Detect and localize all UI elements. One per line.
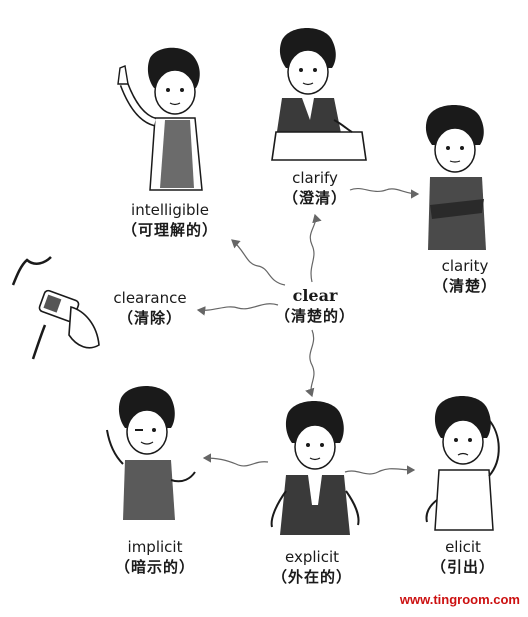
clarify-meaning: （澄清） [282,189,347,207]
clarify-figure [271,28,367,161]
arrow-to-clearance [196,303,279,316]
elicit-meaning: （引出） [430,558,495,576]
elicit-word: elicit [445,538,481,556]
intelligible-word: intelligible [131,201,209,219]
explicit-figure [270,401,360,535]
implicit-word: implicit [127,538,183,556]
node-clarify: clarify （澄清） [270,168,360,208]
arrow-to-implicit [202,453,269,467]
intelligible-figure [117,47,203,191]
node-explicit: explicit （外在的） [262,547,362,587]
arrow-to-elicit [344,465,416,475]
node-implicit: implicit （暗示的） [105,537,205,577]
clearance-figure [11,256,100,360]
center-word: clear [292,286,338,305]
arrow-to-intelligible [231,239,286,286]
implicit-figure [106,386,196,520]
clarity-word: clarity [441,257,489,275]
arrow-to-clarify [309,213,322,283]
arrow-to-explicit [305,329,315,398]
elicit-figure [425,396,500,531]
clearance-word: clearance [113,289,187,307]
clarify-word: clarify [292,169,338,187]
node-elicit: elicit （引出） [418,537,508,577]
explicit-meaning: （外在的） [271,568,352,586]
explicit-word: explicit [285,548,339,566]
clarity-meaning: （清楚） [432,277,497,295]
node-clearance: clearance （清除） [100,288,200,328]
clarity-figure [425,105,486,250]
center-meaning: （清楚的） [274,307,355,325]
node-clarity: clarity （清楚） [420,256,510,296]
intelligible-meaning: （可理解的） [121,221,218,239]
node-center-clear: clear （清楚的） [260,286,370,326]
arrow-to-clarity [349,187,420,199]
node-intelligible: intelligible （可理解的） [108,200,232,240]
clearance-meaning: （清除） [117,309,182,327]
implicit-meaning: （暗示的） [114,558,195,576]
watermark-link[interactable]: www.tingroom.com [399,592,520,607]
